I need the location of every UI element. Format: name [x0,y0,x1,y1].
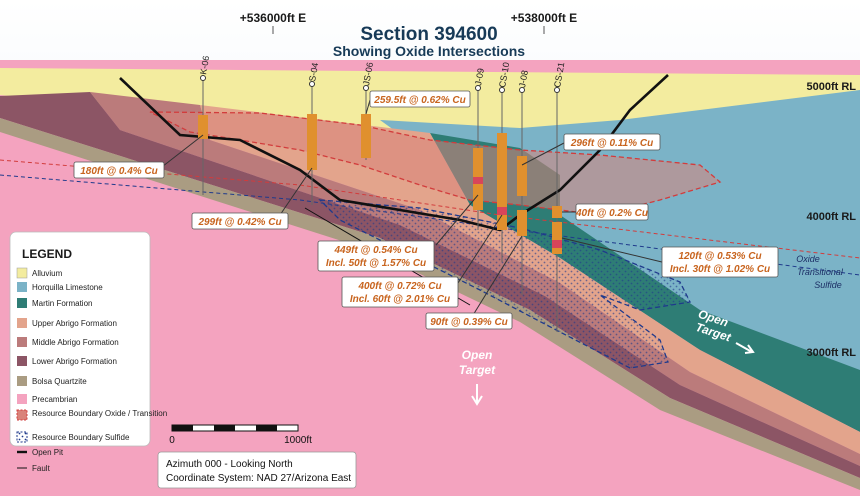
legend-item-martin: Martin Formation [17,298,92,308]
drillhole-cs21: CS-21 [552,61,566,332]
easting-label-1: +536000ft E [240,11,306,25]
intercept-text-6b: Incl. 50ft @ 1.57% Cu [326,258,426,269]
legend-item-precambrian: Precambrian [17,394,77,404]
drillhole-label-js06: JS-06 [361,61,375,86]
zone-label-sulfide: Sulfide [814,280,842,290]
section-title: Section 394600 [360,24,497,45]
drillhole-label-s04: S-04 [307,62,320,82]
open-target-left-arrow [471,384,483,406]
legend-label: Resource Boundary Oxide / Transition [32,409,167,418]
bolsa-quartzite-layer [0,118,860,490]
intercept-box-7: 120ft @ 0.53% Cu Incl. 30ft @ 1.02% Cu [661,246,779,278]
intercept-box-1: 259.5ft @ 0.62% Cu [369,90,471,108]
intercept-text-2: 296ft @ 0.11% Cu [570,138,653,149]
legend-item-oxide-boundary: Resource Boundary Oxide / Transition [16,409,167,421]
info-box: Azimuth 000 - Looking North Coordinate S… [157,451,357,489]
drillhole-j09: J-09 [473,67,486,230]
legend-item-lower-abrigo: Lower Abrigo Formation [17,356,117,366]
legend-item-alluvium: Alluvium [16,267,63,279]
intercept-box-9: 90ft @ 0.39% Cu [425,312,513,330]
leader-lines [157,99,667,321]
open-target-right-arrow [735,342,755,354]
scale-start: 0 [169,435,175,446]
elevation-label-4000: 4000ft RL [806,211,856,223]
intercept-text-8a: 400ft @ 0.72% Cu [357,281,441,292]
info-line2: Coordinate System: NAD 27/Arizona East [166,473,351,484]
transitional-sulfide-line [0,174,860,276]
zone-label-transitional: Transitional [797,267,844,277]
legend-item-sulfide-boundary: Resource Boundary Sulfide [16,431,130,443]
legend-label: Resource Boundary Sulfide [32,433,130,442]
legend-label: Precambrian [32,395,77,404]
open-target-left-line2: Target [459,363,496,377]
elevation-label-3000: 3000ft RL [806,347,856,359]
legend-title: LEGEND [22,247,72,261]
intercept-box-4: 299ft @ 0.42% Cu [191,212,289,230]
zone-label-oxide: Oxide [796,254,820,264]
legend-item-horquilla: Horquilla Limestone [17,282,103,292]
legend-item-bolsa: Bolsa Quartzite [17,376,87,386]
legend-label: Upper Abrigo Formation [32,319,117,328]
intercept-text-7b: Incl. 30ft @ 1.02% Cu [670,264,770,275]
legend-label: Open Pit [32,448,64,457]
intercept-text-7a: 120ft @ 0.53% Cu [678,251,761,262]
info-line1: Azimuth 000 - Looking North [166,459,293,470]
drillhole-cs10: CS-10 [497,61,511,262]
lower-abrigo-layer [0,92,860,478]
intercept-text-4: 299ft @ 0.42% Cu [197,217,281,228]
drillhole-s04: S-04 [307,62,320,205]
intercept-box-2: 296ft @ 0.11% Cu [563,133,661,151]
intercept-text-5: 40ft @ 0.2% Cu [575,208,648,219]
elevation-label-5000: 5000ft RL [806,81,856,93]
section-subtitle: Showing Oxide Intersections [333,43,525,59]
upper-abrigo-layer [200,105,860,454]
drillhole-label-cs10: CS-10 [497,61,511,88]
legend-item-fault: Fault [17,464,51,473]
legend-label: Bolsa Quartzite [32,377,87,386]
intercept-box-3: 180ft @ 0.4% Cu [73,161,165,179]
scale-bar: 0 1000ft [169,424,312,446]
scale-end: 1000ft [284,435,312,446]
easting-label-2: +538000ft E [511,11,577,25]
legend-label: Horquilla Limestone [32,283,103,292]
legend-item-open-pit: Open Pit [17,448,64,457]
drillhole-k06: K-06 [198,55,211,195]
intercept-text-8b: Incl. 60ft @ 2.01% Cu [350,294,450,305]
legend-label: Lower Abrigo Formation [32,357,117,366]
legend-label: Martin Formation [32,299,92,308]
drillhole-label-j09: J-09 [473,67,486,86]
legend-item-middle-abrigo: Middle Abrigo Formation [17,337,119,347]
drillhole-label-k06: K-06 [198,55,211,75]
legend: LEGEND Alluvium Horquilla Limestone Mart… [9,231,167,447]
intercept-text-3: 180ft @ 0.4% Cu [80,166,158,177]
drillhole-j08: J-08 [517,69,530,295]
intercept-text-6a: 449ft @ 0.54% Cu [333,245,417,256]
legend-label: Middle Abrigo Formation [32,338,119,347]
drillhole-label-cs21: CS-21 [552,61,566,88]
drillhole-label-j08: J-08 [517,69,530,88]
intercept-box-8: 400ft @ 0.72% Cu Incl. 60ft @ 2.01% Cu [341,276,459,308]
legend-label: Fault [32,464,51,473]
drillhole-js06: JS-06 [361,61,375,160]
intercept-box-5: 40ft @ 0.2% Cu [575,203,649,221]
legend-label: Alluvium [32,269,63,278]
intercept-box-6: 449ft @ 0.54% Cu Incl. 50ft @ 1.57% Cu [317,240,435,272]
intercept-text-1: 259.5ft @ 0.62% Cu [373,95,465,106]
intercept-text-9: 90ft @ 0.39% Cu [430,317,508,328]
legend-item-upper-abrigo: Upper Abrigo Formation [17,318,117,328]
open-target-left-line1: Open [462,348,493,362]
middle-abrigo-layer [90,92,860,466]
